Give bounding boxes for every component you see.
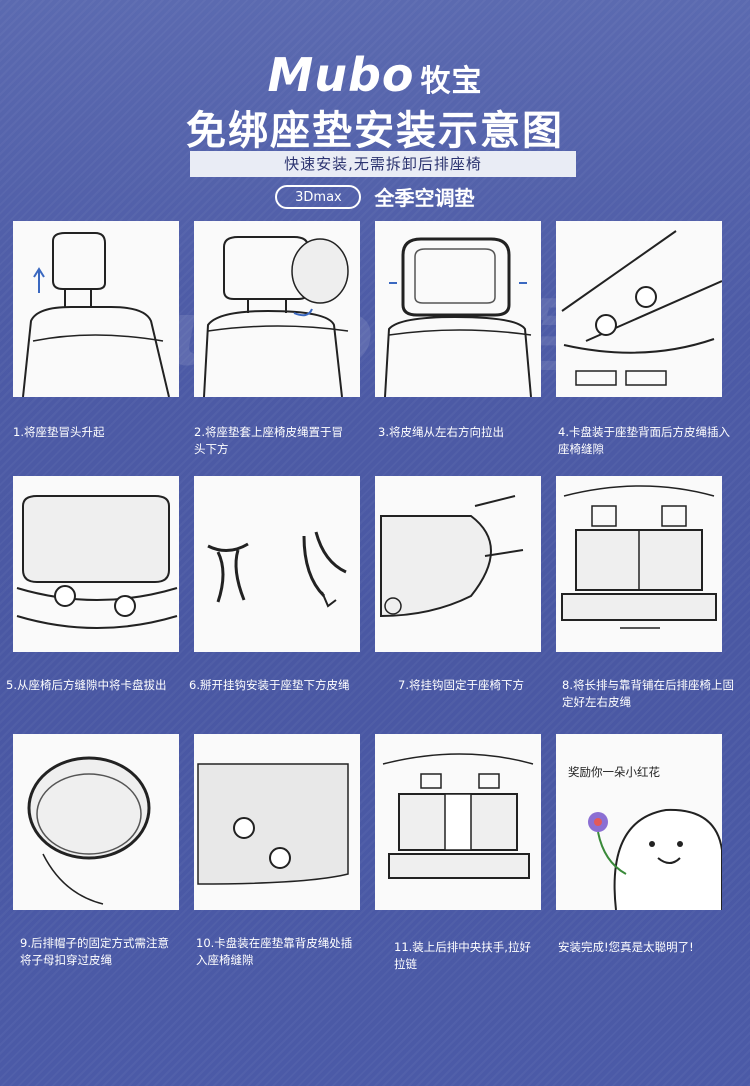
badge-3dmax: 3Dmax: [275, 184, 362, 209]
step-10-caption: 10.卡盘装在座垫靠背皮绳处插入座椅缝隙: [196, 936, 353, 967]
step-9-caption: 9.后排帽子的固定方式需注意将子母扣穿过皮绳: [20, 936, 169, 967]
step-12-image: 奖励你一朵小红花: [556, 734, 722, 910]
step-5-image: [13, 476, 179, 652]
backrest-clip-illustration: [197, 763, 349, 885]
step-10-image: [194, 734, 360, 910]
hook-illustration: [207, 531, 347, 608]
step-11-caption: 11.装上后排中央扶手,拉好拉链: [394, 940, 531, 971]
armrest-illustration: [382, 753, 534, 879]
step-3-caption: 3.将皮绳从左右方向拉出: [378, 425, 504, 439]
rear-headrest-illustration: [27, 756, 151, 905]
rear-seat-illustration: [561, 485, 717, 629]
step-7-caption: 7.将挂钩固定于座椅下方: [398, 678, 524, 692]
step-8-image: [556, 476, 722, 652]
step-1-image: [13, 221, 179, 397]
step-12-caption: 安装完成!您真是太聪明了!: [558, 940, 694, 954]
reward-bubble-text: 奖励你一朵小红花: [568, 765, 660, 779]
step-7-image: [375, 476, 541, 652]
pull-straps-illustration: [384, 237, 532, 397]
fix-hook-illustration: [380, 495, 524, 618]
step-9-image: [13, 734, 179, 910]
clip-insert-illustration: [561, 230, 722, 386]
badge-row: 3Dmax 全季空调垫: [0, 182, 750, 211]
pull-clip-out-illustration: [16, 495, 178, 629]
cover-over-headrest-illustration: [203, 236, 349, 397]
smiley-flower-illustration: [588, 808, 722, 910]
step-8-caption: 8.将长排与靠背铺在后排座椅上固定好左右皮绳: [562, 678, 734, 709]
step-6-image: [194, 476, 360, 652]
step-3-image: [375, 221, 541, 397]
page-title: 免绑座垫安装示意图: [186, 108, 564, 154]
step-1-caption: 1.将座垫冒头升起: [13, 425, 105, 439]
subtitle-bar: 快速安装,无需拆卸后排座椅: [190, 151, 576, 177]
seat-headrest-illustration: [22, 232, 170, 397]
step-11-image: [375, 734, 541, 910]
step-4-caption: 4.卡盘装于座垫背面后方皮绳插入座椅缝隙: [558, 425, 730, 456]
step-2-image: [194, 221, 360, 397]
step-5-caption: 5.从座椅后方缝隙中将卡盘拔出: [6, 678, 167, 692]
step-4-image: [556, 221, 722, 397]
step-6-caption: 6.掰开挂钩安装于座垫下方皮绳: [189, 678, 350, 692]
step-2-caption: 2.将座垫套上座椅皮绳置于冒头下方: [194, 425, 343, 456]
brand-cn: 牧宝: [420, 64, 483, 99]
brand-latin: Mubo: [267, 48, 415, 102]
badge-season: 全季空调垫: [374, 186, 475, 210]
